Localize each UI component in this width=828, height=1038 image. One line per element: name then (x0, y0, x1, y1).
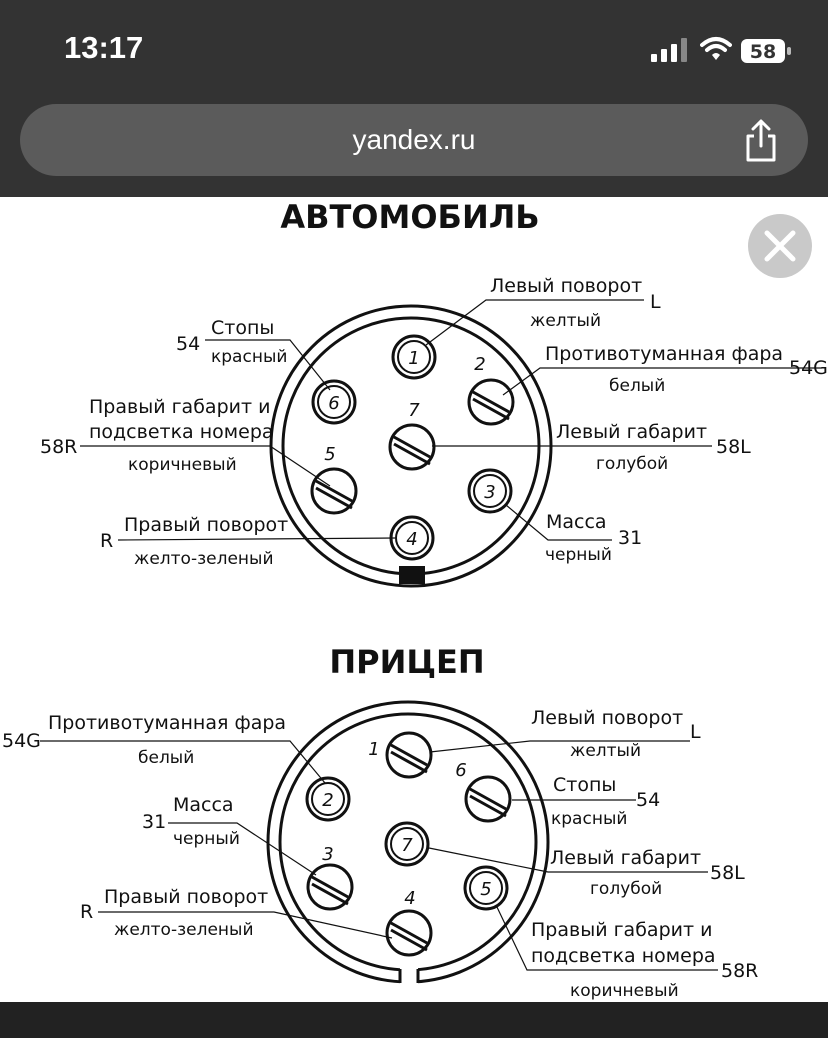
car-name-right-clearance-1: Правый габарит и (89, 396, 270, 418)
car-pin-2-number: 2 (474, 354, 485, 375)
trailer-pin-1: 1 (368, 731, 433, 779)
car-code-54G: 54G (789, 357, 828, 379)
trailer-code-54: 54 (636, 789, 660, 811)
trailer-pin-6-number: 6 (455, 760, 466, 781)
trailer-pin-5-number: 5 (480, 879, 491, 900)
trailer-pin-2-number: 2 (322, 790, 333, 811)
trailer-pin-5: 5 (463, 865, 509, 911)
car-pin-3-number: 3 (484, 482, 495, 503)
car-pin-7: 7 (388, 400, 436, 471)
trailer-color-ground: черный (173, 829, 240, 849)
car-color-left-clearance: голубой (596, 454, 668, 474)
car-code-31: 31 (618, 527, 642, 549)
close-icon (764, 230, 796, 262)
trailer-pin-6: 6 (455, 760, 512, 823)
car-pin-4-number: 4 (406, 529, 417, 550)
car-color-right-clearance: коричневый (128, 455, 237, 475)
bottom-toolbar (0, 1002, 828, 1038)
trailer-pin-1-number: 1 (368, 739, 379, 760)
trailer-name-stops: Стопы (553, 774, 616, 796)
trailer-pin-3: 3 (306, 844, 354, 911)
car-pin-6-number: 6 (328, 393, 339, 414)
trailer-code-31: 31 (142, 811, 166, 833)
car-color-ground: черный (545, 545, 612, 565)
trailer-pin-4: 4 (385, 888, 433, 957)
car-pin-7-number: 7 (408, 400, 420, 421)
car-pin-2: 2 (467, 354, 515, 426)
battery-icon: 58 (741, 39, 791, 63)
car-pin-6: 6 (311, 379, 357, 425)
car-name-ground: Масса (546, 511, 607, 533)
trailer-code-54G: 54G (2, 730, 41, 752)
address-bar[interactable]: yandex.ru (20, 104, 808, 176)
share-icon[interactable] (740, 118, 782, 164)
car-leader-lines (80, 299, 822, 541)
trailer-color-left-turn: желтый (570, 741, 641, 761)
trailer-color-stops: красный (551, 809, 627, 829)
car-code-58L: 58L (716, 436, 751, 458)
car-code-L: L (650, 291, 661, 313)
car-name-right-turn: Правый поворот (124, 514, 288, 536)
trailer-pin-7: 7 (384, 821, 430, 867)
trailer-pin-4-number: 4 (404, 888, 415, 909)
car-color-stops: красный (211, 347, 287, 367)
trailer-connector (266, 700, 550, 984)
trailer-name-fog: Противотуманная фара (48, 712, 286, 734)
car-name-stops: Стопы (211, 317, 274, 339)
close-button[interactable] (748, 214, 812, 278)
trailer-code-58R: 58R (721, 960, 758, 982)
car-name-fog: Противотуманная фара (545, 343, 783, 365)
trailer-code-L: L (690, 721, 701, 743)
trailer-name-ground: Масса (173, 794, 234, 816)
trailer-color-fog: белый (138, 748, 194, 768)
status-bar: 13:17 58 (0, 0, 828, 100)
car-color-fog: белый (609, 376, 665, 396)
car-pin-3: 3 (467, 468, 513, 514)
trailer-name-right-clearance-2: подсветка номера (531, 945, 716, 967)
trailer-name-right-clearance-1: Правый габарит и (531, 919, 712, 941)
car-code-58R: 58R (40, 436, 77, 458)
car-code-R: R (100, 530, 113, 552)
car-pin-1-number: 1 (408, 348, 419, 369)
trailer-pin-2: 2 (305, 776, 351, 822)
car-pin-1: 1 (391, 334, 437, 380)
car-color-left-turn: желтый (530, 311, 601, 331)
trailer-color-right-clearance: коричневый (570, 981, 679, 1001)
car-color-right-turn: желто-зеленый (134, 549, 274, 569)
trailer-code-58L: 58L (710, 862, 745, 884)
trailer-pin-3-number: 3 (322, 844, 333, 865)
car-pin-5: 5 (310, 444, 358, 515)
car-pin-4: 4 (389, 515, 435, 561)
car-name-left-clearance: Левый габарит (556, 421, 707, 443)
trailer-title: ПРИЦЕП (329, 643, 484, 681)
trailer-name-left-clearance: Левый габарит (550, 847, 701, 869)
car-title: АВТОМОБИЛЬ (280, 198, 539, 236)
diagram-image: АВТОМОБИЛЬ 1 2 3 4 (0, 197, 828, 1002)
wiring-diagram: АВТОМОБИЛЬ 1 2 3 4 (2, 198, 828, 1001)
car-pin-5-number: 5 (324, 444, 335, 465)
trailer-leader-lines (40, 740, 718, 971)
trailer-code-R: R (80, 901, 93, 923)
wifi-icon (700, 37, 732, 60)
car-code-54: 54 (176, 333, 200, 355)
trailer-name-right-turn: Правый поворот (104, 886, 268, 908)
trailer-color-left-clearance: голубой (590, 879, 662, 899)
trailer-color-right-turn: желто-зеленый (114, 920, 254, 940)
battery-level: 58 (750, 41, 776, 63)
url-text[interactable]: yandex.ru (352, 124, 476, 155)
car-name-right-clearance-2: подсветка номера (89, 421, 274, 443)
status-time: 13:17 (64, 30, 144, 65)
trailer-name-left-turn: Левый поворот (531, 707, 683, 729)
signal-icon (651, 38, 687, 62)
car-name-left-turn: Левый поворот (490, 275, 642, 297)
trailer-pin-7-number: 7 (401, 835, 413, 856)
